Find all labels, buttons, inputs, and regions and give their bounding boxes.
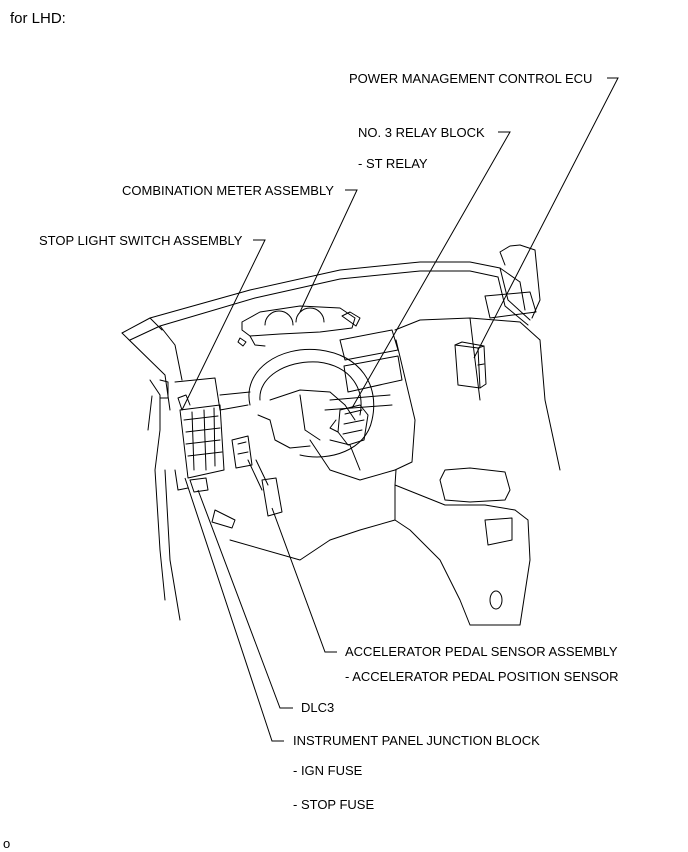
corner-mark: o xyxy=(3,836,11,851)
leader-accel-pedal xyxy=(271,507,337,653)
leader-dlc3 xyxy=(197,489,293,709)
accelerator-pedal-illustration xyxy=(231,435,283,517)
leader-power-ecu xyxy=(473,77,619,359)
label-instrument-panel-junction-block: INSTRUMENT PANEL JUNCTION BLOCK xyxy=(293,733,540,748)
label-stop-light-switch: STOP LIGHT SWITCH ASSEMBLY xyxy=(39,233,243,248)
power-ecu-illustration xyxy=(454,341,487,389)
label-ign-fuse: - IGN FUSE xyxy=(293,763,363,778)
label-stop-fuse: - STOP FUSE xyxy=(293,797,375,812)
label-combination-meter: COMBINATION METER ASSEMBLY xyxy=(122,183,334,198)
label-accelerator-pedal-sensor: ACCELERATOR PEDAL SENSOR ASSEMBLY xyxy=(345,644,618,659)
leader-stop-light-switch xyxy=(181,239,266,411)
label-no3-relay-block: NO. 3 RELAY BLOCK xyxy=(358,125,485,140)
diagram-heading: for LHD: xyxy=(10,10,66,27)
steering-wheel-illustration xyxy=(248,348,375,471)
leader-combination-meter xyxy=(299,189,358,313)
label-dlc3: DLC3 xyxy=(301,700,335,715)
combination-meter-illustration xyxy=(237,305,361,347)
leader-relay-block xyxy=(351,131,511,409)
dashboard-outline xyxy=(121,244,561,626)
relay-block-illustration xyxy=(329,404,369,446)
label-power-management-ecu: POWER MANAGEMENT CONTROL ECU xyxy=(349,71,593,86)
label-st-relay: - ST RELAY xyxy=(358,156,428,171)
label-accelerator-pedal-position-sensor: - ACCELERATOR PEDAL POSITION SENSOR xyxy=(345,669,619,684)
leader-junction-block xyxy=(184,477,284,742)
junction-block-illustration xyxy=(174,394,225,493)
